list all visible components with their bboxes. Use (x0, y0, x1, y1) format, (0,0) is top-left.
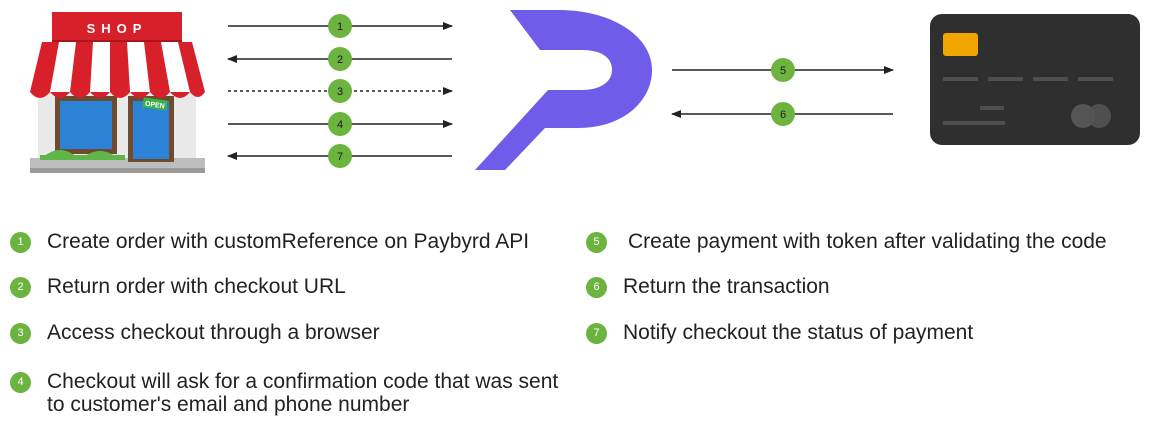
legend-badge: 1 (10, 232, 31, 253)
legend-badge: 7 (586, 323, 607, 344)
arrow-step-4-badge: 4 (337, 119, 343, 131)
legend-badge: 4 (10, 372, 31, 393)
legend-badge: 3 (10, 323, 31, 344)
legend-text: Create payment with token after validati… (628, 230, 1107, 253)
legend-text: Checkout will ask for a confirmation cod… (47, 370, 559, 416)
open-sign-label: OPEN (144, 101, 165, 111)
legend-text: Notify checkout the status of payment (623, 321, 974, 344)
arrow-step-2: 2 (227, 47, 452, 71)
legend-text: Return the transaction (623, 275, 830, 298)
arrow-step-6-badge: 6 (780, 109, 786, 121)
legend-badge: 5 (586, 232, 607, 253)
legend-badge: 2 (10, 277, 31, 298)
legend-item-5: 5 Create payment with token after valida… (586, 230, 1107, 253)
flow-diagram: OPEN SHOP 1 2 3 4 7 5 (30, 10, 1140, 173)
arrow-step-3: 3 (228, 79, 453, 103)
arrow-step-1: 1 (228, 14, 453, 38)
legend-item-1: 1 Create order with customReference on P… (10, 230, 529, 253)
paybyrd-logo-icon (475, 10, 652, 170)
legend-item-2: 2 Return order with checkout URL (10, 275, 346, 298)
arrow-step-6: 6 (671, 102, 893, 126)
shop-icon: OPEN SHOP (30, 12, 205, 173)
legend-item-4: 4 Checkout will ask for a confirmation c… (10, 370, 577, 416)
arrow-step-3-badge: 3 (337, 86, 343, 98)
shop-sign-label: SHOP (87, 21, 148, 36)
legend-item-6: 6 Return the transaction (586, 275, 830, 298)
arrow-step-2-badge: 2 (337, 54, 343, 66)
arrow-step-7: 7 (227, 144, 452, 168)
arrow-step-4: 4 (228, 112, 453, 136)
credit-card-icon (930, 14, 1140, 145)
legend-text: Create order with customReference on Pay… (47, 230, 530, 253)
legend-text: Access checkout through a browser (47, 321, 380, 344)
legend-text: Return order with checkout URL (47, 275, 346, 298)
legend-badge: 6 (586, 277, 607, 298)
arrow-step-5-badge: 5 (780, 65, 786, 77)
arrow-step-1-badge: 1 (337, 21, 343, 33)
arrow-step-5: 5 (672, 58, 894, 82)
arrow-step-7-badge: 7 (337, 151, 343, 163)
legend-item-7: 7 Notify checkout the status of payment (586, 321, 973, 344)
legend-item-3: 3 Access checkout through a browser (10, 321, 380, 344)
